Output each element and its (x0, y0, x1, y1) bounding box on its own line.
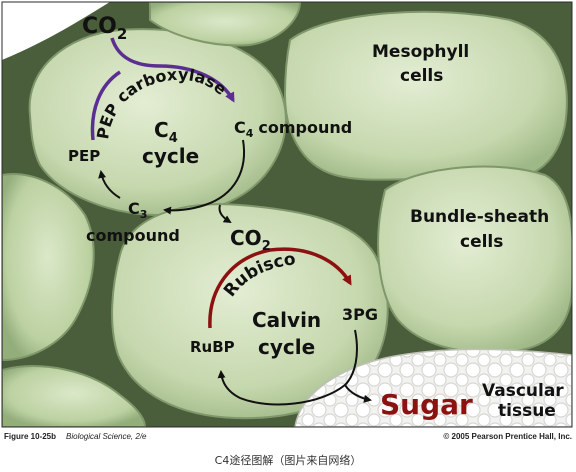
3pg-label: 3PG (342, 305, 378, 324)
c3-to-pep-arrow (98, 170, 121, 199)
book-title: Biological Science, 2/e (66, 432, 147, 441)
mesophyll-cell-upper-middle (149, 2, 302, 47)
figure-caption: C4途径图解（图片来自网络） (215, 453, 362, 467)
bundle-sheath-cells-label: cells (460, 232, 503, 252)
c4-to-co2-arrow (218, 204, 232, 224)
bundle-sheath-cell-right (377, 165, 572, 354)
pep-label: PEP (68, 147, 100, 165)
mesophyll-label: Mesophyll (372, 42, 469, 62)
c4-cycle-word-label: cycle (142, 144, 199, 168)
rubisco-arc-arrow (208, 247, 352, 329)
vascular-label: Vascular (482, 381, 564, 401)
co2-bundle-label: CO2 (230, 226, 271, 254)
mesophyll-cell-bottom-left (2, 365, 147, 427)
copyright: © 2005 Pearson Prentice Hall, Inc. (443, 432, 572, 441)
calvin-cycle-label: cycle (258, 335, 315, 359)
mesophyll-cell-top-right (283, 10, 568, 183)
mesophyll-cell-left (2, 173, 95, 362)
pep-carboxylase-arc (90, 70, 121, 141)
sugar-label: Sugar (380, 388, 473, 421)
mesophyll-cells-label: cells (400, 66, 443, 86)
figure-border (1, 1, 573, 428)
c3-compound-label: compound (86, 226, 180, 245)
rubp-label: RuBP (190, 338, 235, 356)
calvin-label: Calvin (252, 308, 321, 332)
co2-entry-arrow (110, 37, 235, 103)
c4-to-c3-arrow (163, 139, 245, 215)
top-left-corner (2, 2, 110, 60)
figure-id: Figure 10-25b (4, 432, 56, 441)
tissue-label: tissue (498, 401, 556, 421)
mesophyll-cell-top-left (28, 28, 287, 217)
calvin-return-arrow (217, 370, 346, 406)
vascular-tissue (294, 348, 572, 427)
co2-top-label: CO2 (82, 14, 127, 43)
c3-label: C3 (128, 199, 147, 221)
c4-cycle-c4-label: C4 (154, 118, 178, 146)
bundle-sheath-label: Bundle-sheath (410, 207, 549, 227)
